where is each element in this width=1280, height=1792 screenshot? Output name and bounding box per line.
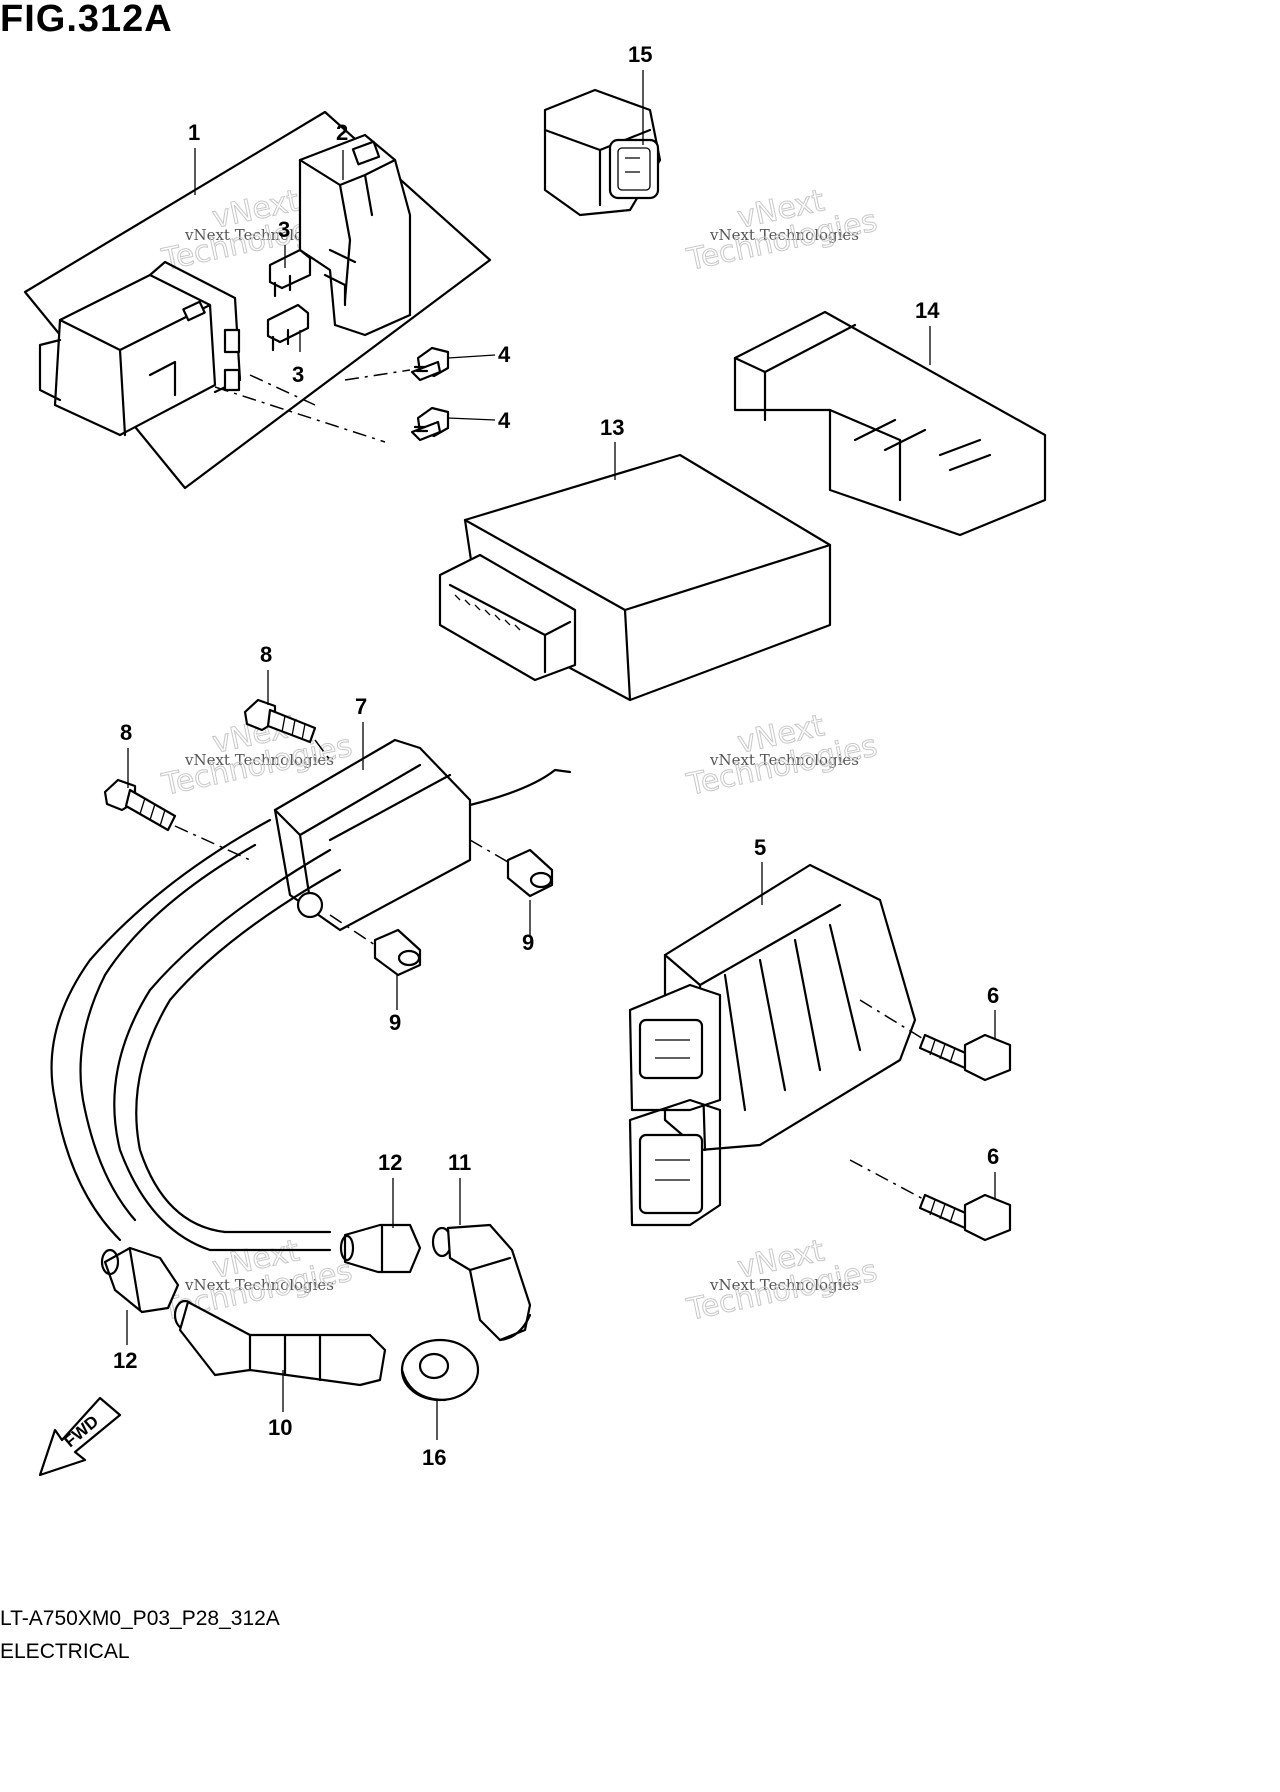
fuse-box-cover-edges xyxy=(298,158,397,302)
callout-11: 11 xyxy=(448,1150,471,1175)
callout-12: 12 xyxy=(113,1348,137,1373)
bolt-6-lower xyxy=(918,1193,1012,1242)
callout-6: 6 xyxy=(987,983,999,1008)
collar-9-right xyxy=(506,848,554,898)
callout-9: 9 xyxy=(522,930,534,955)
callout-6: 6 xyxy=(987,1144,999,1169)
bolt-6-upper xyxy=(918,1033,1012,1082)
watermark-line: vNext Technologies xyxy=(709,1276,859,1294)
callout-7: 7 xyxy=(355,694,367,719)
fuse-box-assembly-group xyxy=(23,110,492,490)
figure-title: FIG.312A xyxy=(0,0,173,40)
regulator-5 xyxy=(628,863,917,1227)
fuse-upper-blades xyxy=(273,274,292,298)
ignition-coil-7 xyxy=(273,738,572,932)
bolt-8-upper xyxy=(243,698,317,744)
bolt-4-lower xyxy=(410,406,450,442)
callout-2: 2 xyxy=(336,120,348,145)
fuse-box-terminal xyxy=(223,368,241,392)
footer-code: LT-A750XM0_P03_P28_312A xyxy=(0,1607,280,1630)
plug-cap-10 xyxy=(173,1299,387,1387)
coil-guide-lines xyxy=(174,739,509,946)
fuse-box-cover-latch xyxy=(351,140,381,166)
callout-16: 16 xyxy=(422,1445,446,1470)
watermark-line: vNext Technologies xyxy=(184,226,334,244)
fuse-upper xyxy=(268,248,312,290)
callout-8: 8 xyxy=(120,720,132,745)
callout-1: 1 xyxy=(188,120,200,145)
forward-arrow-icon: FWD xyxy=(38,1396,122,1477)
fuse-lower-blades xyxy=(271,328,290,352)
leader-lines xyxy=(126,70,996,1440)
grommet-16 xyxy=(400,1338,480,1402)
fuse-box-tab xyxy=(182,300,206,322)
watermark-line: vNext Technologies xyxy=(709,226,859,244)
footer-section: ELECTRICAL xyxy=(0,1640,130,1663)
callout-15: 15 xyxy=(628,42,652,67)
cap-12-right xyxy=(339,1223,422,1274)
ecm-13 xyxy=(438,453,832,702)
fuse-box-body xyxy=(53,273,217,437)
callout-14: 14 xyxy=(915,298,940,323)
callout-4: 4 xyxy=(498,408,511,433)
plug-cap-11 xyxy=(431,1223,532,1342)
bolt-4-upper xyxy=(410,346,450,382)
assembly-guide-lines xyxy=(214,369,411,443)
callout-9: 9 xyxy=(389,1010,401,1035)
callout-5: 5 xyxy=(754,835,766,860)
watermark-line: vNext Technologies xyxy=(184,1276,334,1294)
fuse-box-flanges xyxy=(38,338,177,402)
callout-13: 13 xyxy=(600,415,624,440)
fuse-box-cover xyxy=(298,133,412,337)
callout-3: 3 xyxy=(278,217,290,242)
fuse-box-terminal xyxy=(223,328,241,354)
regulator-guide-lines xyxy=(849,999,926,1201)
cover-14 xyxy=(733,310,1047,537)
callout-4: 4 xyxy=(498,342,511,367)
high-tension-cords xyxy=(50,818,342,1252)
collar-9-left xyxy=(373,928,422,977)
cap-12-left xyxy=(100,1246,180,1314)
callout-8: 8 xyxy=(260,642,272,667)
callout-3: 3 xyxy=(292,362,304,387)
watermark-line: vNext Technologies xyxy=(184,751,334,769)
connector-15 xyxy=(543,88,662,217)
callout-labels: 1 2 3 3 4 4 15 14 13 8 8 7 9 9 5 6 6 12 … xyxy=(113,42,999,1470)
callout-12: 12 xyxy=(378,1150,402,1175)
callout-10: 10 xyxy=(268,1415,292,1440)
fuse-lower xyxy=(266,303,310,344)
fuse-box-cover-slot xyxy=(323,248,357,307)
watermark-line: vNext Technologies xyxy=(709,751,859,769)
